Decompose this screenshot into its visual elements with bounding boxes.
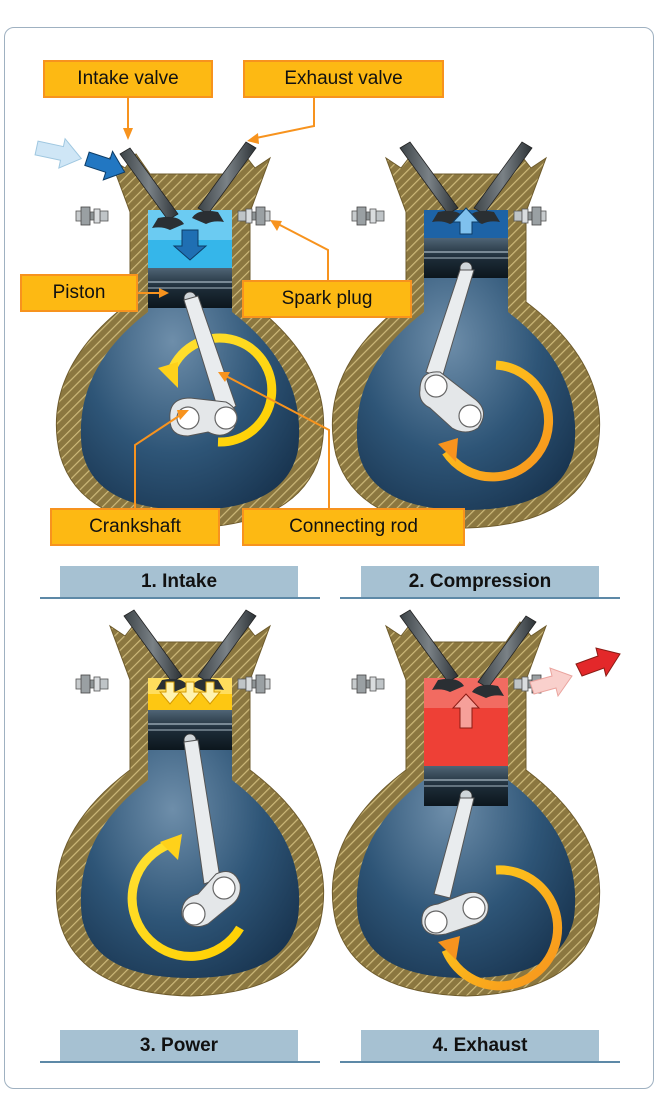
stage-label-compression: 2. Compression: [361, 566, 599, 598]
stage-label-power: 3. Power: [60, 1030, 298, 1062]
stage-underline-power: [40, 1061, 320, 1063]
engine-power: [55, 609, 325, 997]
callout-spark-plug: Spark plug: [242, 280, 412, 318]
callout-exhaust-valve: Exhaust valve: [243, 60, 444, 98]
stage-underline-exhaust: [340, 1061, 620, 1063]
engine-exhaust: [331, 609, 601, 997]
callout-piston: Piston: [20, 274, 138, 312]
leader-lines: [127, 98, 330, 508]
stage-underline-compression: [340, 597, 620, 599]
stage-underline-intake: [40, 597, 320, 599]
stage-label-exhaust: 4. Exhaust: [361, 1030, 599, 1062]
callout-crankshaft: Crankshaft: [50, 508, 220, 546]
callout-connecting-rod: Connecting rod: [242, 508, 465, 546]
engine-compression: [331, 141, 601, 529]
engine-intake: [55, 141, 325, 529]
leader-arrowheads: [123, 128, 282, 420]
intake-flow-arrows: [34, 137, 126, 181]
callout-intake-valve: Intake valve: [43, 60, 213, 98]
stage-label-intake: 1. Intake: [60, 566, 298, 598]
exhaust-flow-arrows: [529, 647, 621, 698]
